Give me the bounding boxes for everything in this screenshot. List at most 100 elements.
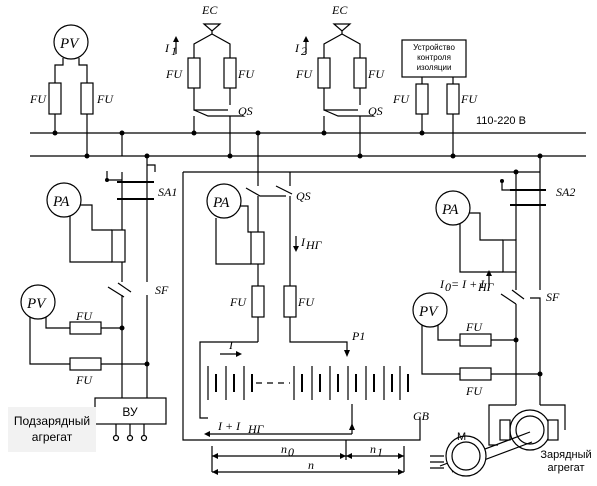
breaker-sf-right: [500, 289, 525, 305]
load-ec-1: EC I 1 FU FU QS: [164, 3, 255, 159]
float-charger-label: Подзарядный: [14, 414, 90, 428]
svg-text:FU: FU: [460, 92, 478, 106]
main-charger-branch: SA2 PA I 0 = I + I НГ SF PV FU FU: [412, 153, 592, 477]
switch-qs-center: [245, 185, 293, 197]
fuse-pv-right: [80, 82, 94, 115]
fuse-label: FU: [96, 92, 114, 106]
fuse-ec2-right: [353, 57, 367, 89]
svg-text:Устройство: Устройство: [413, 43, 455, 52]
svg-text:агрегат: агрегат: [32, 430, 73, 444]
svg-text:FU: FU: [75, 309, 93, 323]
breaker-sf-left: [107, 282, 132, 298]
svg-text:FU: FU: [237, 67, 255, 81]
antenna-icon: [202, 23, 222, 32]
svg-text:= I + I: = I + I: [451, 277, 485, 291]
antenna-icon: [332, 23, 352, 32]
svg-text:0: 0: [445, 280, 451, 294]
svg-text:n: n: [281, 442, 287, 456]
ammeter-pa-left: [46, 182, 82, 218]
bus-voltmeter-group: PV FU FU: [29, 24, 114, 159]
svg-text:FU: FU: [295, 67, 313, 81]
ammeter-pa-right: [435, 190, 471, 226]
insulation-monitor-box: [401, 39, 467, 78]
svg-text:PA: PA: [52, 194, 70, 210]
svg-text:изоляции: изоляции: [417, 63, 452, 72]
rectifier-label: ВУ: [122, 405, 138, 419]
fuse-bat-left: [251, 285, 265, 318]
motor-label: М: [457, 431, 466, 443]
svg-text:2: 2: [301, 44, 307, 58]
svg-text:QS: QS: [296, 189, 311, 203]
svg-text:FU: FU: [367, 67, 385, 81]
svg-text:0: 0: [288, 445, 294, 459]
shunt-center: [250, 231, 265, 265]
arrow-up-icon: [303, 36, 309, 42]
fuse-pvl-1: [69, 321, 102, 335]
fuse-bat-right: [283, 285, 297, 318]
main-buses: 110-220 В: [30, 115, 586, 157]
svg-text:контроля: контроля: [417, 53, 451, 62]
fuse-im-right: [446, 83, 460, 115]
arrow-down-icon: [293, 246, 299, 252]
svg-text:I: I: [228, 338, 234, 352]
fuse-ec1-right: [223, 57, 237, 89]
shunt-right: [502, 239, 517, 273]
fuse-ec2-left: [317, 57, 331, 89]
svg-text:НГ: НГ: [305, 238, 323, 252]
svg-text:I: I: [300, 235, 306, 249]
fuse-pvl-2: [69, 357, 102, 371]
battery-branch: QS PA I НГ FU FU P1 I: [182, 130, 540, 475]
svg-text:НГ: НГ: [247, 422, 265, 436]
svg-text:SF: SF: [546, 290, 560, 304]
svg-text:FU: FU: [297, 295, 315, 309]
svg-text:PV: PV: [418, 304, 439, 320]
svg-text:FU: FU: [75, 373, 93, 387]
fuse-pv-left: [48, 82, 62, 115]
svg-text:FU: FU: [165, 67, 183, 81]
voltmeter-pv-right: [412, 292, 448, 328]
ammeter-pa-center: [206, 183, 242, 219]
gb-label: GB: [413, 409, 430, 423]
svg-text:FU: FU: [229, 295, 247, 309]
arrow-up-icon: [486, 270, 492, 276]
p1-label: P1: [351, 329, 365, 343]
float-charger-branch: SA1 PA SF PV FU FU ВУ: [8, 130, 177, 452]
svg-text:SF: SF: [155, 283, 169, 297]
svg-text:1: 1: [171, 44, 177, 58]
svg-text:FU: FU: [392, 92, 410, 106]
rectifier-box: [94, 397, 167, 425]
fuse-pvr-1: [459, 333, 492, 347]
svg-text:n: n: [308, 458, 314, 472]
svg-text:PV: PV: [26, 296, 47, 312]
arrow-left-icon: [204, 431, 210, 437]
arrow-down-icon: [344, 350, 350, 357]
voltmeter-pv-left: [20, 284, 56, 320]
svg-text:I: I: [164, 41, 170, 55]
arrow-up-icon: [349, 423, 355, 430]
svg-text:агрегат: агрегат: [547, 462, 584, 474]
ec-1-label: EC: [201, 3, 218, 17]
battery-gb: [207, 366, 409, 400]
fuse-pvr-2: [459, 367, 492, 381]
svg-text:I: I: [294, 41, 300, 55]
float-charger-label-bg: [8, 407, 96, 452]
arrow-up-icon: [173, 36, 179, 42]
load-ec-2: EC I 2 FU FU QS: [294, 3, 385, 159]
svg-text:1: 1: [377, 445, 383, 459]
arrow-right-icon: [236, 351, 242, 357]
svg-text:PA: PA: [212, 195, 230, 211]
svg-text:PA: PA: [441, 202, 459, 218]
fuse-im-left: [415, 83, 429, 115]
fuse-ec1-left: [187, 57, 201, 89]
voltmeter-pv-top: [53, 24, 89, 60]
voltmeter-pv-top-label: PV: [59, 36, 80, 52]
svg-text:I + I: I + I: [217, 419, 241, 433]
sa2-label: SA2: [556, 185, 575, 199]
svg-text:n: n: [370, 442, 376, 456]
qs-label: QS: [238, 104, 253, 118]
bus-voltage-label: 110-220 В: [476, 115, 526, 127]
svg-text:QS: QS: [368, 104, 383, 118]
ec-2-label: EC: [331, 3, 348, 17]
